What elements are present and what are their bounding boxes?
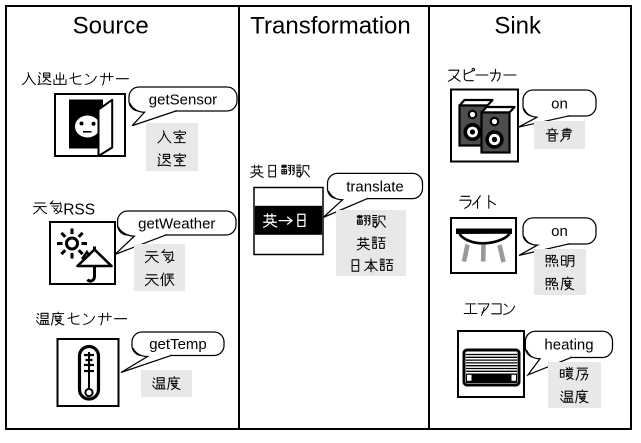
svg-text:getTemp: getTemp	[149, 336, 207, 353]
svg-text:Transformation: Transformation	[250, 13, 411, 40]
svg-text:Sink: Sink	[494, 13, 542, 40]
svg-text:Source: Source	[73, 13, 149, 40]
svg-text:on: on	[551, 223, 568, 240]
svg-text:translate: translate	[346, 178, 404, 195]
svg-text:getSensor: getSensor	[149, 91, 217, 108]
svg-text:getWeather: getWeather	[138, 215, 215, 232]
svg-text:RSS: RSS	[63, 202, 95, 219]
svg-text:on: on	[551, 95, 568, 112]
svg-text:heating: heating	[544, 337, 593, 354]
